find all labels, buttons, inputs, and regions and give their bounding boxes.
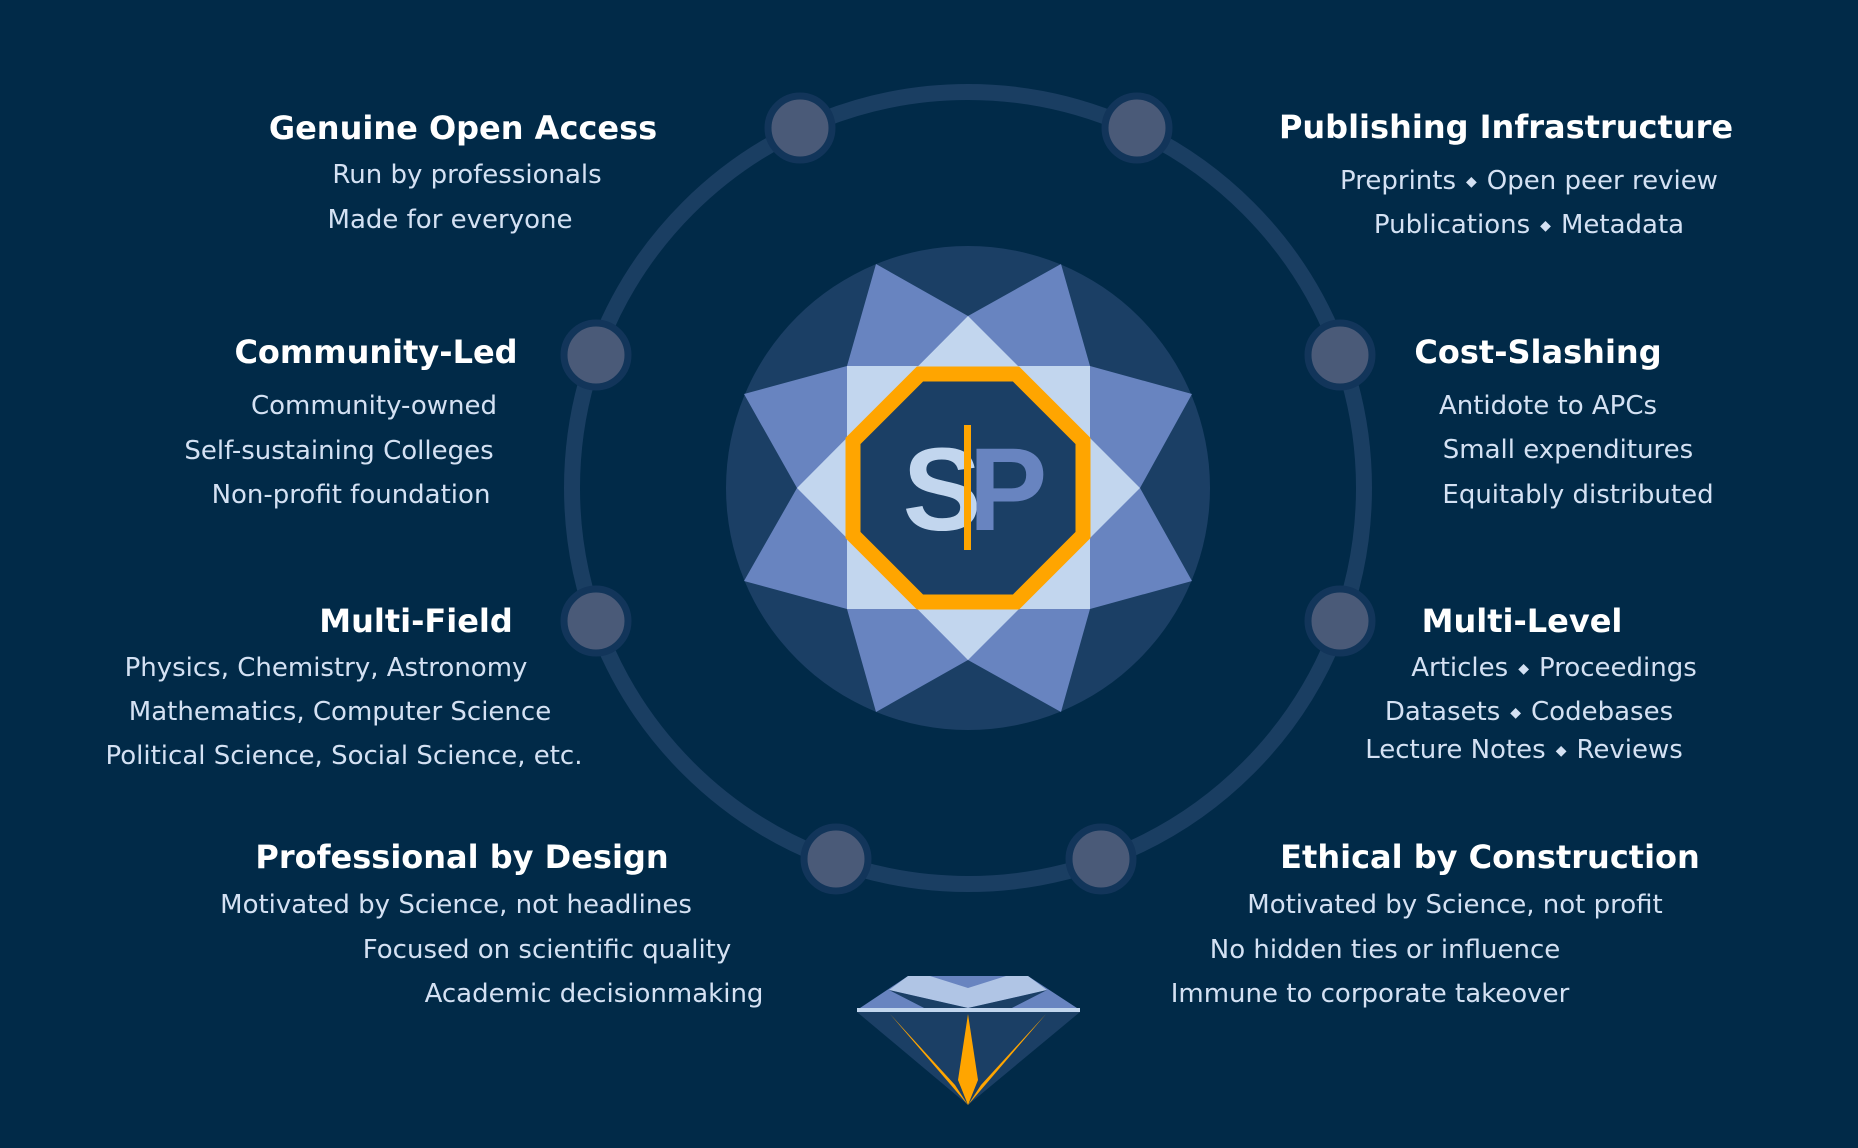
- multi-level-line: Articles ◆ Proceedings: [1411, 653, 1697, 683]
- node-infrastructure: [1101, 92, 1173, 164]
- ring-nodes: [560, 92, 1376, 895]
- item: Publications: [1373, 210, 1531, 240]
- infrastructure-line: Publications ◆ Metadata: [1374, 210, 1684, 240]
- node-professional: [800, 823, 872, 895]
- diamond-icon: [857, 976, 1080, 1105]
- ethical-line: Immune to corporate takeover: [1170, 979, 1570, 1009]
- heading-ethical: Ethical by Construction: [1280, 838, 1700, 876]
- node-community: [560, 319, 632, 391]
- bullet-icon: ◆: [1466, 174, 1477, 190]
- heading-cost: Cost-Slashing: [1414, 333, 1662, 371]
- item: Proceedings: [1538, 653, 1697, 683]
- heading-multi-field: Multi-Field: [319, 602, 513, 640]
- open-access-line: Made for everyone: [327, 205, 573, 235]
- item: Codebases: [1531, 697, 1674, 727]
- item: Preprints: [1340, 166, 1457, 196]
- community-line: Non-profit foundation: [211, 480, 491, 510]
- node-multi-level: [1304, 585, 1376, 657]
- node-cost: [1304, 319, 1376, 391]
- cost-line: Small expenditures: [1442, 435, 1694, 465]
- heading-multi-level: Multi-Level: [1421, 602, 1623, 640]
- ethical-line: No hidden ties or influence: [1209, 935, 1561, 965]
- community-line: Self-sustaining Colleges: [184, 436, 494, 466]
- node-open-access: [764, 92, 836, 164]
- bullet-icon: ◆: [1510, 705, 1522, 721]
- ethical-line: Motivated by Science, not profit: [1247, 890, 1663, 920]
- multi-field-line: Physics, Chemistry, Astronomy: [124, 653, 528, 683]
- multi-level-line: Lecture Notes ◆ Reviews: [1365, 735, 1683, 765]
- heading-open-access: Genuine Open Access: [268, 109, 658, 147]
- ring: [564, 84, 1372, 892]
- open-access-line: Run by professionals: [332, 160, 602, 190]
- heading-infrastructure: Publishing Infrastructure: [1278, 108, 1734, 146]
- item: Articles: [1411, 653, 1509, 683]
- cost-line: Antidote to APCs: [1438, 391, 1658, 421]
- sp-logo: S P: [726, 246, 1210, 730]
- item: Datasets: [1384, 697, 1501, 727]
- item: Open peer review: [1486, 166, 1718, 196]
- infrastructure-line: Preprints ◆ Open peer review: [1340, 166, 1718, 196]
- heading-community: Community-Led: [234, 333, 518, 371]
- item: Lecture Notes: [1365, 735, 1546, 765]
- bullet-icon: ◆: [1518, 661, 1529, 677]
- item: Metadata: [1560, 210, 1685, 240]
- community-line: Community-owned: [250, 391, 498, 421]
- professional-line: Academic decisionmaking: [424, 979, 764, 1009]
- multi-level-line: Datasets ◆ Codebases: [1385, 697, 1673, 727]
- cost-line: Equitably distributed: [1442, 480, 1714, 510]
- node-multi-field: [560, 585, 632, 657]
- node-ethical: [1065, 823, 1137, 895]
- professional-line: Focused on scientific quality: [362, 935, 732, 965]
- multi-field-line: Political Science, Social Science, etc.: [105, 741, 583, 771]
- bullet-icon: ◆: [1540, 218, 1551, 234]
- multi-field-line: Mathematics, Computer Science: [128, 697, 552, 727]
- logo-letter-p: P: [969, 424, 1048, 556]
- heading-professional: Professional by Design: [255, 838, 669, 876]
- bullet-icon: ◆: [1555, 743, 1567, 759]
- professional-line: Motivated by Science, not headlines: [220, 890, 692, 920]
- item: Reviews: [1576, 735, 1683, 765]
